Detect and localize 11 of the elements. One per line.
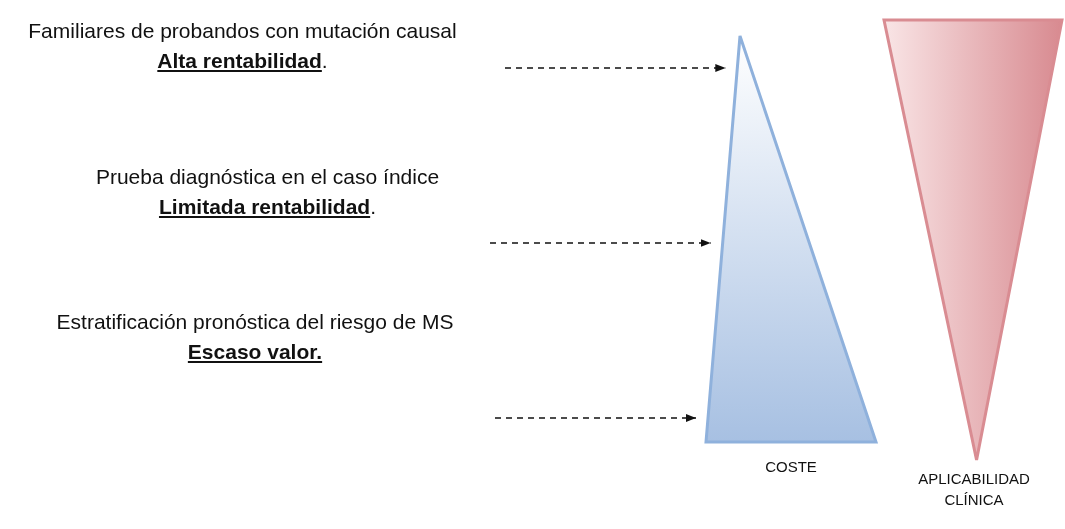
rating-text: Alta rentabilidad. [156, 48, 329, 74]
description-text: Estratificación pronóstica del riesgo de MS [55, 309, 455, 335]
triangle-label: COSTE [764, 457, 818, 477]
dashed-arrow [504, 64, 727, 72]
rating-text: Limitada rentabilidad. [157, 194, 377, 220]
description-text: Prueba diagnóstica en el caso índice [94, 164, 441, 190]
triangle-label: APLICABILIDAD CLÍNICA [917, 469, 1031, 510]
rating-text: Escaso valor. [186, 339, 324, 365]
description-text: Familiares de probandos con mutación causal [27, 18, 458, 44]
dashed-arrow [494, 414, 697, 422]
dashed-arrow [489, 239, 712, 247]
